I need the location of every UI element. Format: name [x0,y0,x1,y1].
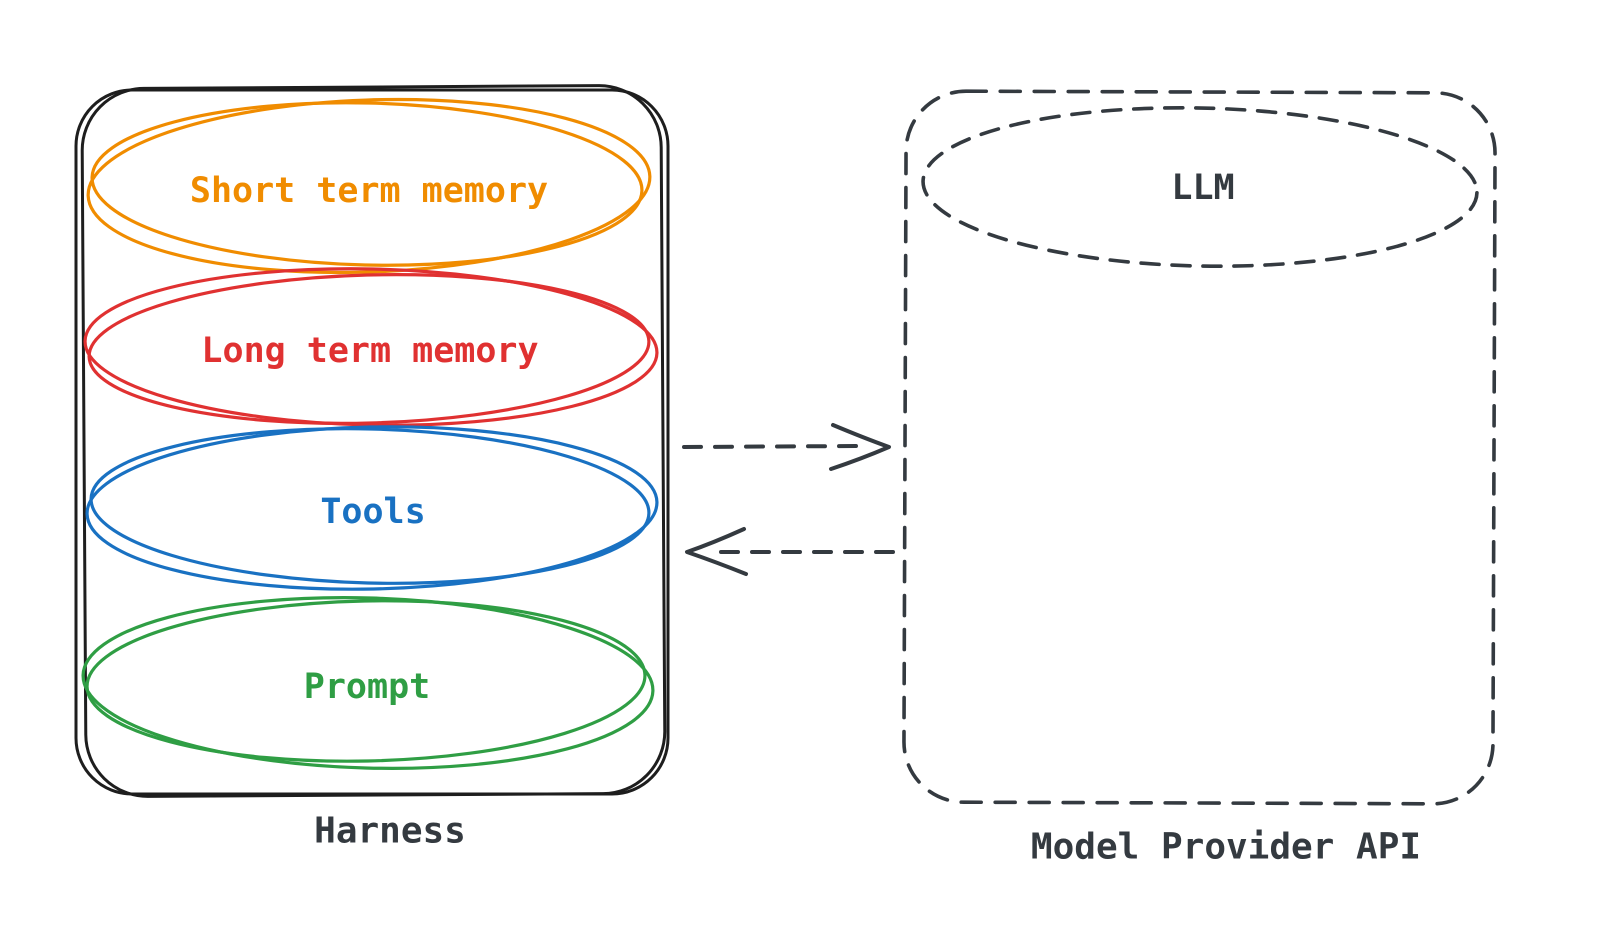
harness-caption: Harness [314,811,466,852]
harness-box [74,84,670,798]
model-provider-box-outline [902,89,1497,806]
label-llm: LLM [1171,168,1234,208]
ellipse-llm [921,106,1479,268]
label-long-term-memory: Long term memory [201,331,538,371]
label-tools: Tools [320,492,425,532]
model-provider-box [902,89,1497,806]
arrow-harness-to-provider-shaft [682,444,860,449]
ellipse-prompt [81,596,655,770]
ellipse-tools [85,425,659,591]
arrow-harness-to-provider [682,423,891,471]
ellipse-long-term-memory [83,267,659,427]
label-short-term-memory: Short term memory [190,171,548,211]
harness-box-outline-sketch [80,84,667,798]
arrow-provider-to-harness-head [685,527,748,576]
ellipse-short-term-memory [86,97,652,275]
arrow-provider-to-harness [685,527,895,576]
model-provider-caption: Model Provider API [1031,827,1421,868]
label-prompt: Prompt [304,667,430,707]
arrow-harness-to-provider-head [829,423,891,471]
